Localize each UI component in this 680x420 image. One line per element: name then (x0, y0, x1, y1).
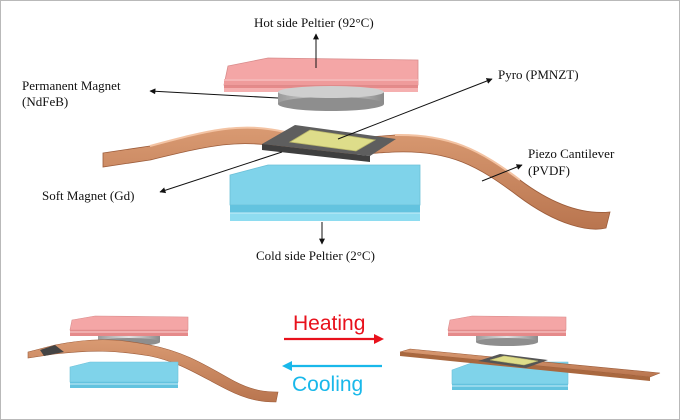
pyro-label: Pyro (PMNZT) (498, 67, 579, 82)
heating-label: Heating (293, 312, 365, 335)
permanent-magnet-disk (278, 86, 384, 111)
heating-transition (284, 334, 384, 344)
magnet-arrow (149, 88, 279, 99)
state-cooled-assembly (27, 315, 279, 403)
magnet-label-line2: (NdFeB) (22, 94, 68, 109)
piezo-arrow (481, 164, 523, 182)
soft-magnet-label: Soft Magnet (Gd) (42, 188, 134, 203)
piezo-label-line2: (PVDF) (528, 163, 570, 178)
pyro-arrow (337, 78, 493, 140)
piezo-label-line1: Piezo Cantilever (528, 146, 615, 161)
hot-peltier-label: Hot side Peltier (92°C) (254, 15, 374, 30)
soft-magnet-arrow (159, 151, 283, 194)
magnet-label-line1: Permanent Magnet (22, 78, 121, 93)
cooling-label: Cooling (292, 373, 363, 396)
cooling-transition (282, 361, 382, 371)
cold-peltier-label: Cold side Peltier (2°C) (256, 248, 375, 263)
state-heated-assembly (399, 315, 661, 390)
cold-side-peltier (229, 164, 421, 221)
pyro-pmnzt-plate (288, 129, 377, 152)
